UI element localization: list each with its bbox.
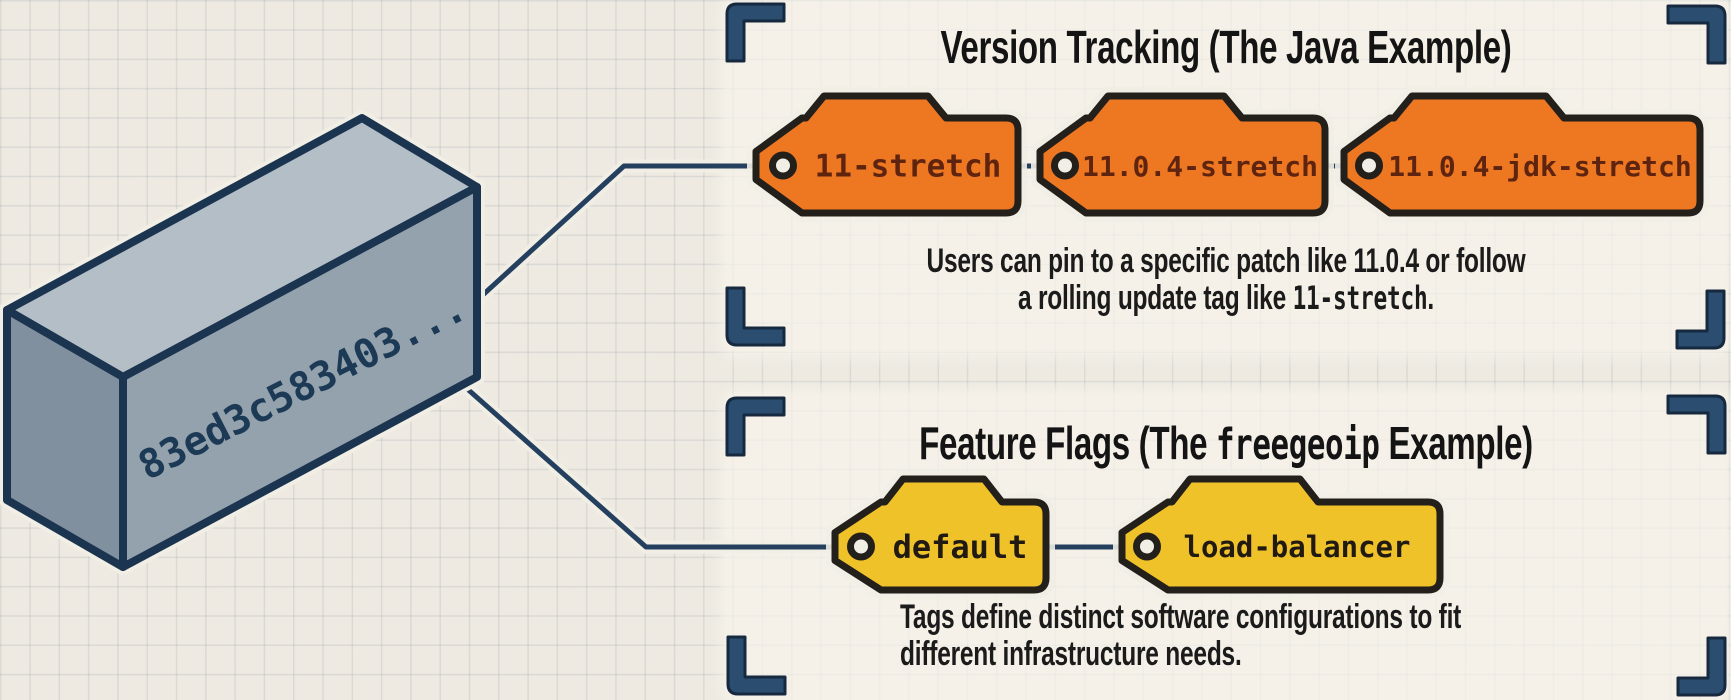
corner-bracket-bottom-left-icon xyxy=(725,286,786,347)
tag-label: 11-stretch xyxy=(815,149,1002,185)
corner-bracket-bottom-left-icon xyxy=(726,635,787,696)
tag-eyelet-icon xyxy=(769,151,797,180)
version-tag-row: 11-stretch 11.0.4-stretch 11.0.4-jdk-str… xyxy=(747,87,1709,222)
corner-bracket-bottom-right-icon xyxy=(1675,289,1726,350)
corner-bracket-top-left-icon xyxy=(725,396,786,457)
description-segment: Tags define distinct software configurat… xyxy=(900,598,1462,636)
tag-shape xyxy=(831,475,1050,594)
corner-bracket-top-left-icon xyxy=(725,2,786,63)
connector-line-to-version-tags xyxy=(471,163,761,306)
tag-eyelet-icon xyxy=(1051,151,1079,180)
title-segment: Feature Flags (The xyxy=(919,417,1216,469)
tag-label: load-balancer xyxy=(1184,530,1411,564)
tag-shape xyxy=(1340,92,1704,217)
tag-label: 11.0.4-jdk-stretch xyxy=(1388,150,1691,183)
description-line: different infrastructure needs. xyxy=(900,636,1461,673)
tag-shape xyxy=(1118,475,1444,594)
tag-eyelet-icon xyxy=(847,532,875,561)
section-title-version-tracking: Version Tracking (The Java Example) xyxy=(726,22,1726,72)
corner-bracket-bottom-right-icon xyxy=(1676,636,1727,697)
title-text: Feature Flags (The freegeoip Example) xyxy=(866,418,1586,470)
tag-label: 11.0.4-stretch xyxy=(1082,150,1318,183)
description-segment: different infrastructure needs. xyxy=(900,635,1242,673)
connector-halos xyxy=(457,159,844,554)
feature-tag-row: default load-balancer xyxy=(826,470,1449,599)
tag-eyelet-icon xyxy=(1355,151,1383,180)
corner-bracket-top-right-icon xyxy=(1666,4,1727,65)
section-title-feature-flags: Feature Flags (The freegeoip Example) xyxy=(726,418,1726,470)
title-segment: Version Tracking (The Java Example) xyxy=(940,21,1512,73)
corner-bracket-top-right-icon xyxy=(1666,394,1727,455)
tag-eyelet-icon xyxy=(1133,532,1161,561)
description-segment-mono: 11-stretch xyxy=(1292,281,1428,317)
description-segment: Users can pin to a specific patch like 1… xyxy=(926,242,1526,280)
title-segment: Example) xyxy=(1379,417,1533,469)
section-description-feature-flags: Tags define distinct software configurat… xyxy=(900,599,1461,673)
description-line: Users can pin to a specific patch like 1… xyxy=(866,243,1586,280)
title-text: Version Tracking (The Java Example) xyxy=(866,22,1586,72)
docker-image-box: 83ed3c583403... xyxy=(0,110,485,575)
tag-shape xyxy=(1036,92,1329,217)
title-segment-mono: freegeoip xyxy=(1215,420,1380,470)
connector-line-to-feature-tags xyxy=(461,383,840,550)
section-description-version-tracking: Users can pin to a specific patch like 1… xyxy=(726,243,1726,318)
tag-shape xyxy=(752,92,1022,217)
box-front-face xyxy=(119,183,481,571)
description-segment: . xyxy=(1427,279,1435,317)
tag-label: default xyxy=(893,528,1028,566)
description-lines: Users can pin to a specific patch like 1… xyxy=(866,243,1586,318)
description-segment: a rolling update tag like xyxy=(1017,279,1293,317)
description-line: Tags define distinct software configurat… xyxy=(900,599,1461,636)
description-line: a rolling update tag like 11-stretch. xyxy=(866,280,1586,318)
